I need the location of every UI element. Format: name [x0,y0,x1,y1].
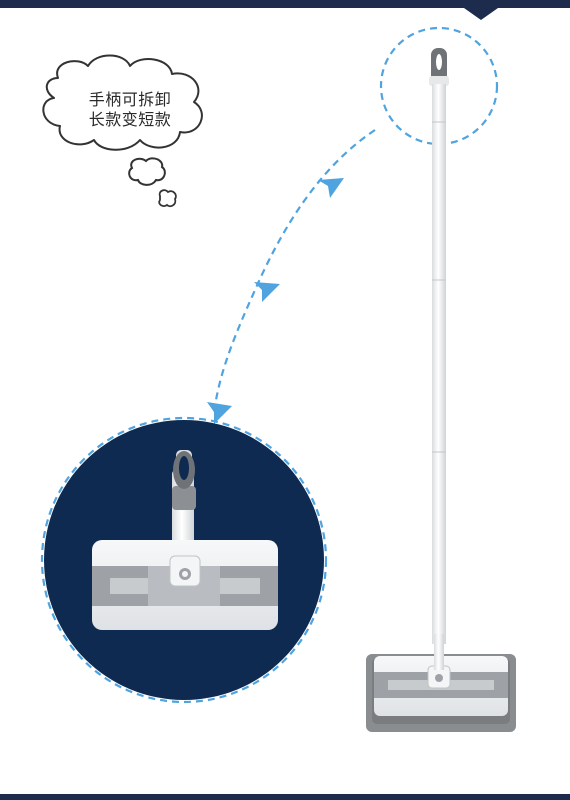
detail-circle [40,416,328,704]
top-banner-bar [0,0,570,8]
top-banner-notch [464,8,498,20]
callout-text: 手柄可拆卸 长款变短款 [60,90,200,130]
callout-line-1: 手柄可拆卸 [88,90,172,109]
arrowhead-icon [318,178,344,198]
callout-line-2: 长款变短款 [88,110,172,129]
bottom-banner-bar [0,794,570,800]
thought-bubble-icon [42,54,203,208]
arrowhead-icon [254,282,280,302]
dashed-arrow-icon [212,129,376,413]
arrowhead-icon [207,402,232,424]
mop-product-image [366,48,516,732]
